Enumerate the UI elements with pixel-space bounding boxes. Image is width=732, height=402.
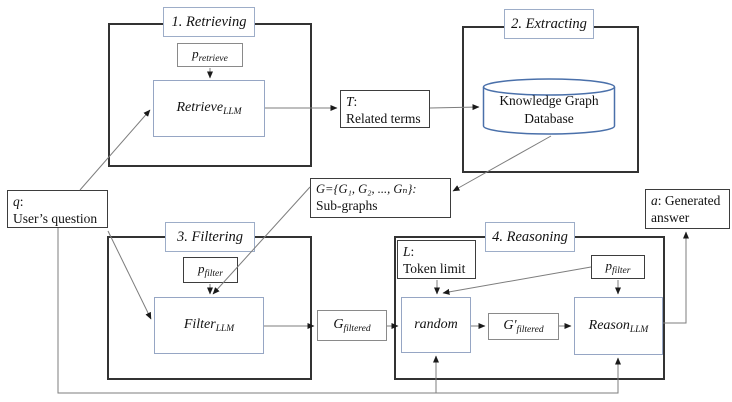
g-filtered-box: Gfiltered	[317, 310, 387, 341]
user-question-var: q:	[13, 194, 24, 209]
token-limit-desc: Token limit	[403, 261, 466, 277]
sub-graphs-box: G={G₁, G₂, ..., Gₙ}: Sub-graphs	[310, 178, 451, 218]
token-limit-var: L:	[403, 244, 415, 259]
g-prime-filtered-text: G'filtered	[503, 318, 544, 335]
stage-filtering-label: 3. Filtering	[165, 222, 255, 252]
p-retrieve-text: pretrieve	[192, 46, 228, 64]
random-text: random	[414, 317, 458, 332]
user-question-box: q: User’s question	[7, 190, 108, 228]
sub-graphs-set: G={G₁, G₂, ..., Gₙ}:	[316, 182, 417, 196]
generated-answer-line2: answer	[651, 210, 690, 226]
related-terms-var: T:	[346, 94, 358, 109]
retrieve-llm-text: RetrieveLLM	[176, 100, 242, 117]
stage-extracting-label-text: 2. Extracting	[511, 15, 587, 32]
arrow-reason-llm-to-answer	[663, 231, 689, 324]
stage-reasoning-label-text: 4. Reasoning	[492, 228, 568, 245]
g-prime-filtered-box: G'filtered	[488, 313, 559, 340]
stage-retrieving-label: 1. Retrieving	[163, 7, 255, 37]
knowledge-graph-database: Knowledge Graph Database	[482, 77, 616, 136]
stage-filtering-label-text: 3. Filtering	[176, 228, 244, 245]
sub-graphs-desc: Sub-graphs	[316, 198, 378, 213]
p-filter-box: pfilter	[183, 257, 238, 283]
p-retrieve-box: pretrieve	[177, 43, 243, 67]
generated-answer-line1: a: Generated	[651, 193, 721, 208]
filter-llm-text: FilterLLM	[183, 317, 235, 334]
knowledge-graph-database-text: Knowledge Graph Database	[499, 93, 599, 126]
p-filter-reasoning-box: pfilter	[591, 255, 645, 279]
related-terms-box: T: Related terms	[340, 90, 430, 128]
g-filtered-text: Gfiltered	[333, 317, 371, 334]
stage-extracting-label: 2. Extracting	[504, 9, 594, 39]
p-filter-text: pfilter	[198, 261, 223, 279]
random-box: random	[401, 297, 471, 353]
p-filter-reasoning-text: pfilter	[605, 258, 631, 276]
filter-llm-box: FilterLLM	[154, 297, 264, 354]
related-terms-desc: Related terms	[346, 111, 421, 127]
reason-llm-box: ReasonLLM	[574, 297, 663, 355]
stage-retrieving-label-text: 1. Retrieving	[171, 13, 247, 30]
reason-llm-text: ReasonLLM	[588, 317, 649, 335]
user-question-desc: User’s question	[13, 211, 98, 227]
generated-answer-box: a: Generated answer	[645, 189, 730, 229]
retrieve-llm-box: RetrieveLLM	[153, 80, 265, 137]
stage-reasoning-label: 4. Reasoning	[485, 222, 575, 252]
database-cylinder-icon	[482, 78, 616, 135]
token-limit-box: L: Token limit	[397, 240, 476, 279]
